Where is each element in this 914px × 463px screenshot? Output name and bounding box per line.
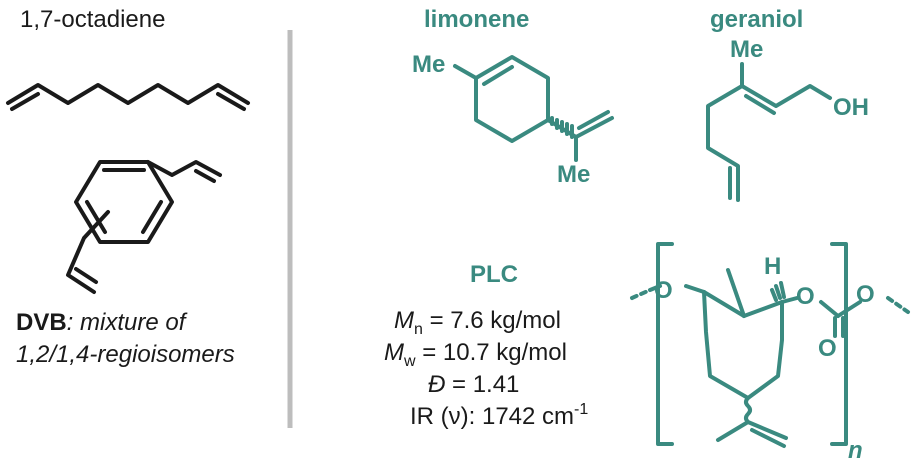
plc-label: PLC	[470, 261, 518, 288]
ir-text: IR (ν): 1742 cm	[410, 403, 574, 430]
polymer-n: n	[848, 437, 863, 463]
octadiene-structure	[6, 83, 250, 111]
polymer-o4: O	[818, 335, 837, 362]
dvb-caption-line1: DVB: mixture of	[16, 309, 188, 336]
polymer-o2: O	[796, 283, 815, 310]
geraniol-structure	[706, 62, 832, 202]
dvb-caption-line2: 1,2/1,4-regioisomers	[16, 341, 235, 368]
geraniol-oh: OH	[833, 94, 869, 121]
mw-line: Mw = 10.7 kg/mol	[384, 339, 567, 370]
ir-superscript: -1	[574, 401, 588, 418]
ir-line: IR (ν): 1742 cm-1	[410, 401, 588, 430]
polymer-h: H	[764, 253, 781, 280]
dispersity-symbol: Đ	[428, 371, 445, 398]
mw-value: = 10.7 kg/mol	[416, 339, 567, 366]
limonene-structure	[453, 55, 614, 162]
dispersity-line: Đ = 1.41	[428, 371, 519, 398]
dvb-structure	[66, 160, 222, 294]
mn-symbol: M	[394, 307, 414, 334]
geraniol-me: Me	[730, 36, 763, 63]
limonene-me-top: Me	[412, 51, 445, 78]
mn-value: = 7.6 kg/mol	[423, 307, 561, 334]
mw-subscript: w	[403, 353, 416, 370]
dvb-rest: : mixture of	[67, 309, 188, 336]
geraniol-label: geraniol	[710, 6, 803, 33]
mw-symbol: M	[384, 339, 404, 366]
dvb-bold: DVB	[16, 309, 67, 336]
mn-subscript: n	[414, 321, 423, 338]
limonene-label: limonene	[424, 6, 529, 33]
octadiene-label: 1,7-octadiene	[20, 6, 165, 33]
polymer-o1: O	[654, 277, 673, 304]
dispersity-value: = 1.41	[445, 371, 519, 398]
polymer-o3: O	[856, 281, 875, 308]
plc-polymer-structure	[630, 242, 910, 448]
mn-line: Mn = 7.6 kg/mol	[394, 307, 561, 338]
limonene-me-bottom: Me	[557, 161, 590, 188]
